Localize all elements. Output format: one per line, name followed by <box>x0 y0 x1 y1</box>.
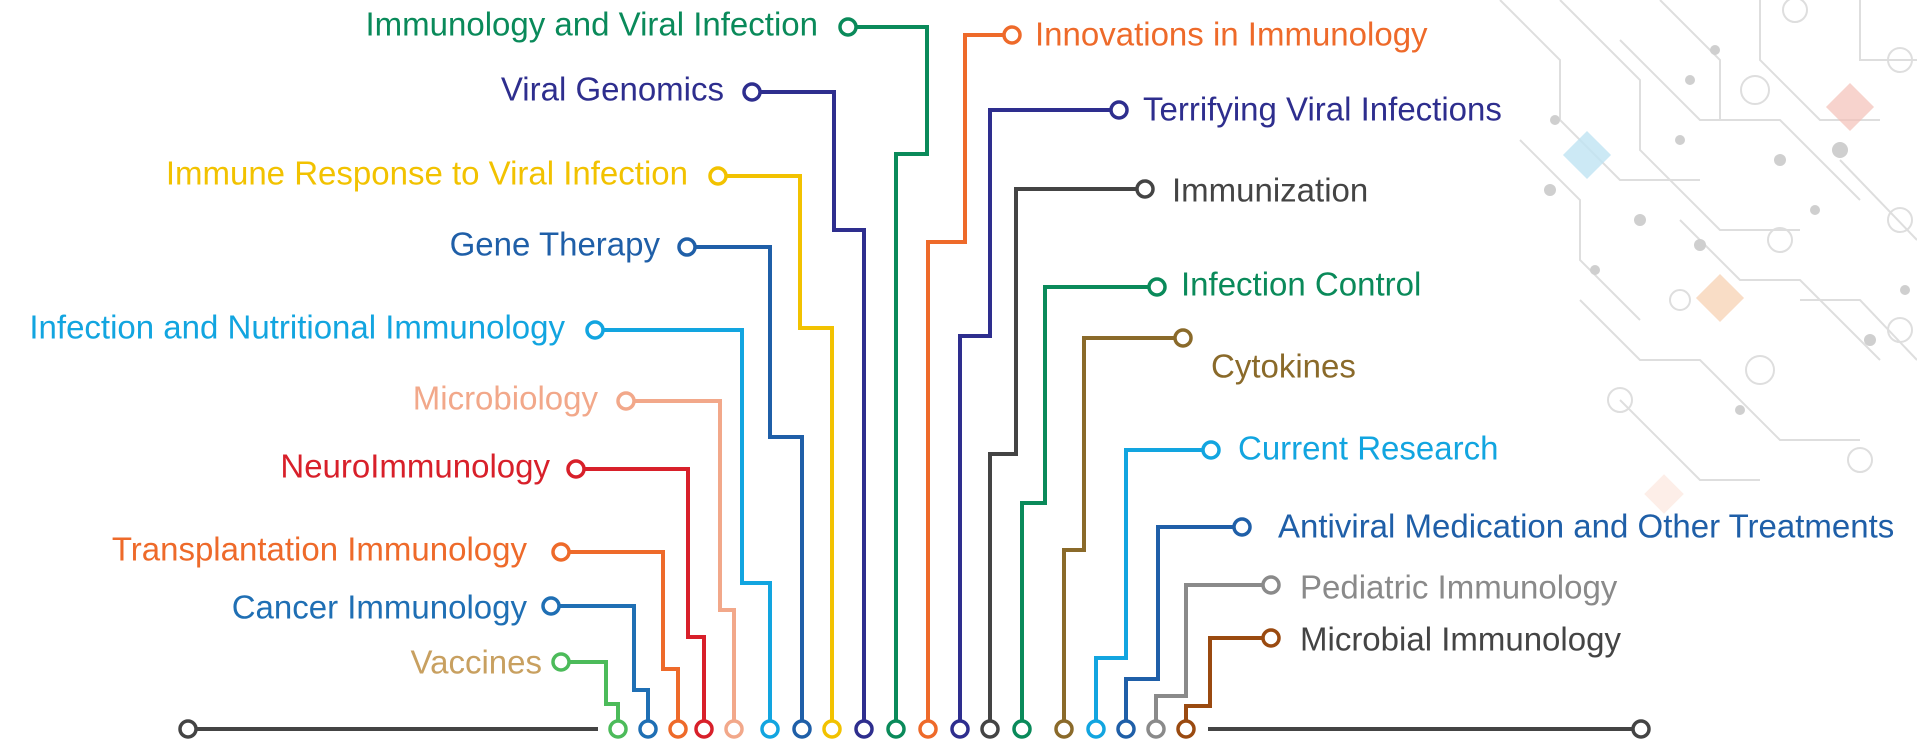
end-node-microbiology <box>616 391 636 411</box>
end-node-microbial-immunology <box>1261 628 1281 648</box>
wire-immunization <box>988 187 1138 729</box>
wire-viral-genomics <box>759 90 866 729</box>
base-node-viral-genomics <box>854 719 874 739</box>
wire-immunology-and-viral-infection <box>855 25 929 729</box>
topic-label-immune-response-to-viral-infection: Immune Response to Viral Infection <box>166 155 688 192</box>
end-node-current-research <box>1201 440 1221 460</box>
base-node-immunology-and-viral-infection <box>886 719 906 739</box>
topic-label-microbial-immunology: Microbial Immunology <box>1300 621 1621 658</box>
topic-wires <box>541 17 1281 739</box>
topic-label-gene-therapy: Gene Therapy <box>450 226 661 263</box>
base-node-innovations-in-immunology <box>918 719 938 739</box>
end-node-infection-control <box>1147 277 1167 297</box>
baseline <box>178 719 1651 739</box>
topic-label-cytokines: Cytokines <box>1211 348 1356 385</box>
end-node-immunization <box>1135 179 1155 199</box>
wire-pediatric-immunology <box>1154 583 1264 729</box>
wire-terrifying-viral-infections <box>958 108 1112 729</box>
end-node-pediatric-immunology <box>1261 575 1281 595</box>
wire-vaccines <box>568 660 620 729</box>
wire-cytokines <box>1062 336 1176 729</box>
topic-label-current-research: Current Research <box>1238 430 1498 467</box>
end-node-innovations-in-immunology <box>1002 25 1022 45</box>
topic-label-cancer-immunology: Cancer Immunology <box>232 589 528 626</box>
wire-microbiology <box>633 399 736 729</box>
topic-label-immunology-and-viral-infection: Immunology and Viral Infection <box>366 6 818 43</box>
end-node-immune-response-to-viral-infection <box>708 166 728 186</box>
base-node-immune-response-to-viral-infection <box>822 719 842 739</box>
topic-label-vaccines: Vaccines <box>411 644 542 681</box>
base-node-terrifying-viral-infections <box>950 719 970 739</box>
topic-label-antiviral-medication-and-other-treatments: Antiviral Medication and Other Treatment… <box>1278 508 1894 545</box>
end-node-viral-genomics <box>742 82 762 102</box>
end-node-vaccines <box>551 652 571 672</box>
topic-label-microbiology: Microbiology <box>413 380 599 417</box>
base-node-neuroimmunology <box>694 719 714 739</box>
background-diamonds <box>1562 82 1875 514</box>
base-node-antiviral-medication-and-other-treatments <box>1116 719 1136 739</box>
topic-label-immunization: Immunization <box>1172 172 1368 209</box>
wire-innovations-in-immunology <box>926 33 1005 729</box>
topic-label-infection-and-nutritional-immunology: Infection and Nutritional Immunology <box>29 309 565 346</box>
wire-microbial-immunology <box>1184 636 1264 729</box>
end-node-neuroimmunology <box>566 459 586 479</box>
base-node-microbial-immunology <box>1176 719 1196 739</box>
end-node-gene-therapy <box>677 237 697 257</box>
topic-label-terrifying-viral-infections: Terrifying Viral Infections <box>1143 91 1502 128</box>
topic-label-transplantation-immunology: Transplantation Immunology <box>112 531 528 568</box>
end-node-cancer-immunology <box>541 596 561 616</box>
base-node-gene-therapy <box>792 719 812 739</box>
wire-current-research <box>1094 448 1204 729</box>
base-node-immunization <box>980 719 1000 739</box>
wire-antiviral-medication-and-other-treatments <box>1124 525 1235 729</box>
base-node-vaccines <box>608 719 628 739</box>
base-node-infection-and-nutritional-immunology <box>760 719 780 739</box>
base-node-current-research <box>1086 719 1106 739</box>
wire-infection-and-nutritional-immunology <box>602 328 772 729</box>
background-dots <box>1544 45 1910 415</box>
end-node-antiviral-medication-and-other-treatments <box>1232 517 1252 537</box>
base-node-microbiology <box>724 719 744 739</box>
wire-infection-control <box>1020 285 1150 729</box>
end-node-immunology-and-viral-infection <box>838 17 858 37</box>
base-node-cytokines <box>1054 719 1074 739</box>
base-node-transplantation-immunology <box>668 719 688 739</box>
end-node-terrifying-viral-infections <box>1109 100 1129 120</box>
base-node-cancer-immunology <box>638 719 658 739</box>
topic-label-infection-control: Infection Control <box>1181 266 1421 303</box>
topic-label-neuroimmunology: NeuroImmunology <box>280 448 550 485</box>
topic-label-viral-genomics: Viral Genomics <box>501 71 724 108</box>
end-node-cytokines <box>1173 328 1193 348</box>
topic-label-innovations-in-immunology: Innovations in Immunology <box>1035 16 1428 53</box>
wire-immune-response-to-viral-infection <box>725 174 834 729</box>
topic-label-pediatric-immunology: Pediatric Immunology <box>1300 569 1618 606</box>
wire-gene-therapy <box>694 245 804 729</box>
end-node-infection-and-nutritional-immunology <box>585 320 605 340</box>
wire-transplantation-immunology <box>568 550 680 729</box>
base-node-infection-control <box>1012 719 1032 739</box>
wire-neuroimmunology <box>583 467 706 729</box>
base-node-pediatric-immunology <box>1146 719 1166 739</box>
background-circuit-pattern <box>1499 0 1917 481</box>
wire-cancer-immunology <box>558 604 650 729</box>
end-node-transplantation-immunology <box>551 542 571 562</box>
